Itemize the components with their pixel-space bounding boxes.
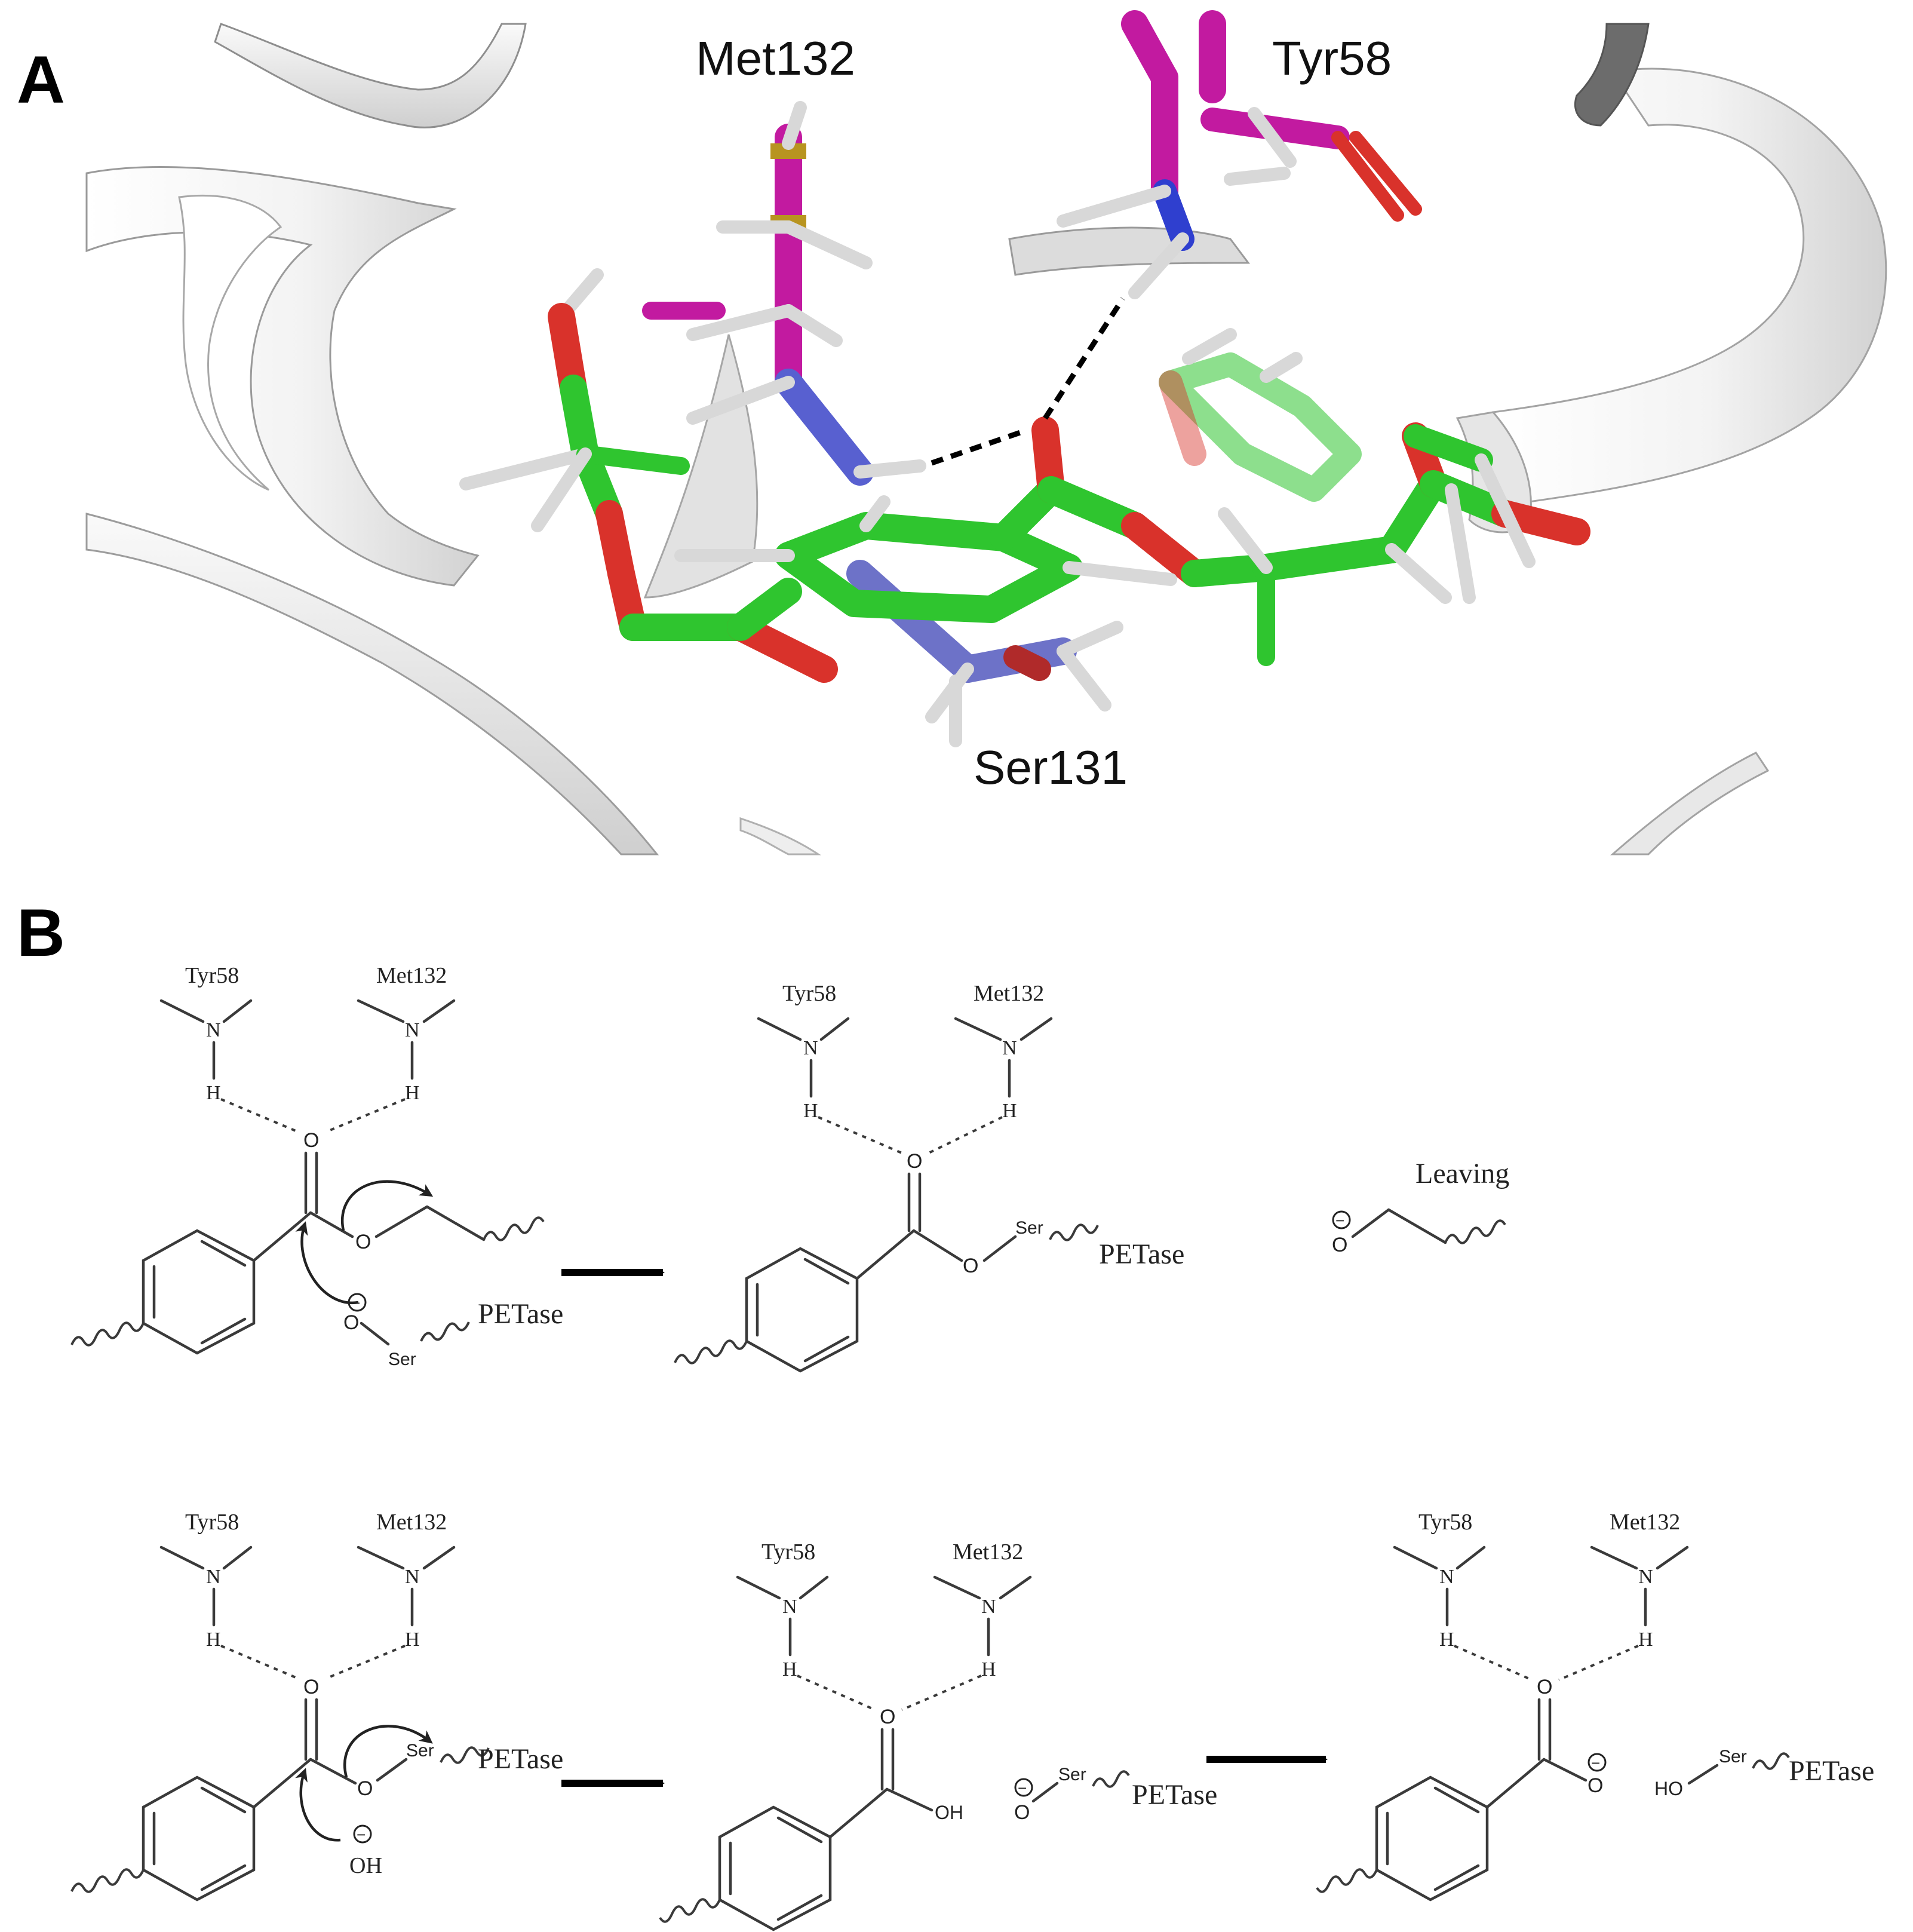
carboxylate-charge: − (1591, 1754, 1600, 1772)
scheme2-carboxylate-product: Tyr58 Met132 N H N H O O − (1316, 1510, 1689, 1902)
regenerated-serine: HO Ser PETase (1654, 1747, 1874, 1799)
ribbon-bottom-right (1610, 752, 1770, 855)
tyr-n: N (803, 1037, 818, 1059)
petase-label: PETase (1099, 1238, 1184, 1270)
tyr58-label: Tyr58 (782, 981, 836, 1006)
ser-label: Ser (1058, 1765, 1086, 1784)
met-n: N (405, 1019, 420, 1041)
ribbon-top-left (214, 23, 527, 128)
met-h: H (981, 1658, 996, 1680)
panel-a-letter: A (17, 42, 65, 117)
petase-label: PETase (1132, 1779, 1217, 1811)
ser-label: Ser (388, 1350, 416, 1369)
label-tyr58: Tyr58 (1272, 32, 1392, 85)
panel-b-letter: B (17, 896, 65, 970)
met132-label: Met132 (974, 981, 1044, 1006)
serine-ho: HO (1654, 1778, 1683, 1799)
tyr-n: N (206, 1566, 221, 1588)
protein-ribbons (85, 23, 1887, 855)
hydrogen-bonds (931, 297, 1125, 466)
serine-o: O (1014, 1801, 1030, 1824)
tyr-h: H (782, 1658, 797, 1680)
tyr-n: N (206, 1019, 221, 1041)
petase-label: PETase (478, 1298, 563, 1330)
ester-o: O (357, 1777, 373, 1800)
ribbon-top-right (1574, 23, 1650, 127)
met-n: N (981, 1596, 996, 1618)
tyr58-label: Tyr58 (185, 963, 239, 988)
carbonyl-o: O (303, 1676, 319, 1698)
carbonyl-o: O (1537, 1676, 1552, 1698)
tyr58-label: Tyr58 (185, 1510, 239, 1535)
met-h: H (405, 1082, 420, 1104)
met-n: N (1002, 1037, 1017, 1059)
tyr-n: N (1439, 1566, 1454, 1588)
ser131-residue (846, 560, 1123, 747)
panel-b: B Tyr58 Met132 N H N H O (17, 896, 1874, 1931)
petase-label: PETase (478, 1743, 563, 1775)
met-h: H (1002, 1100, 1017, 1122)
serine-o-charge: − (351, 1294, 360, 1312)
ser-label: Ser (1719, 1747, 1747, 1767)
scheme1-substrate-complex: Tyr58 Met132 N H N H O (70, 963, 563, 1369)
carboxylate-o: O (1587, 1774, 1603, 1797)
ribbon-bottom-center (739, 817, 821, 855)
tyr58-residue (1057, 10, 1422, 299)
carbonyl-o: O (303, 1129, 319, 1152)
acid-oh: OH (935, 1802, 963, 1823)
ligand-pet-fragment (459, 268, 1590, 683)
tyr58-label: Tyr58 (1418, 1510, 1472, 1535)
serine-o-charge: − (1018, 1779, 1027, 1797)
ester-o: O (355, 1231, 371, 1253)
met132-label: Met132 (1610, 1510, 1680, 1535)
ribbon-helix-left (85, 166, 480, 587)
met132-residue (642, 101, 926, 486)
hydroxide-oh: OH (349, 1853, 382, 1878)
ser-label: Ser (1015, 1218, 1043, 1238)
tyr-h: H (206, 1629, 221, 1651)
tyr-h: H (803, 1100, 818, 1122)
leaving-o-charge: − (1335, 1212, 1344, 1229)
met132-label: Met132 (376, 1510, 447, 1535)
ribbon-helix-left-inner (178, 195, 283, 491)
met132-label: Met132 (376, 963, 447, 988)
tyr-h: H (206, 1082, 221, 1104)
scheme2-acyl-enzyme: Tyr58 Met132 N H N H O O Ser (70, 1510, 563, 1902)
panel-a: A Met132 Tyr58 Ser131 (17, 10, 1887, 855)
ester-o: O (963, 1255, 978, 1277)
ribbon-right-helix (1491, 68, 1887, 503)
tyr-h: H (1439, 1629, 1454, 1651)
carbonyl-o: O (907, 1150, 922, 1173)
ribbon-lower-left (85, 513, 659, 855)
scheme2-acid-product: Tyr58 Met132 N H N H O OH (659, 1540, 1032, 1931)
leaving-o: O (1332, 1234, 1347, 1256)
met-n: N (405, 1566, 420, 1588)
ser-label: Ser (406, 1741, 434, 1761)
serine-o: O (343, 1311, 359, 1334)
label-ser131: Ser131 (974, 741, 1128, 794)
released-serine-alkoxide: O − Ser PETase (1014, 1765, 1217, 1824)
tyr-n: N (782, 1596, 797, 1618)
label-met132: Met132 (696, 32, 855, 85)
met132-label: Met132 (953, 1540, 1023, 1565)
hydroxide-charge: − (357, 1826, 366, 1844)
petase-label: PETase (1789, 1755, 1874, 1787)
leaving-label: Leaving (1415, 1158, 1509, 1189)
met-h: H (1638, 1629, 1653, 1651)
scheme1-acyl-enzyme: Tyr58 Met132 N H N H O O Ser (674, 981, 1184, 1373)
met-h: H (405, 1629, 420, 1651)
leaving-group: Leaving O − (1332, 1158, 1509, 1256)
tyr58-label: Tyr58 (761, 1540, 815, 1565)
met-n: N (1638, 1566, 1653, 1588)
carbonyl-o: O (880, 1706, 895, 1728)
